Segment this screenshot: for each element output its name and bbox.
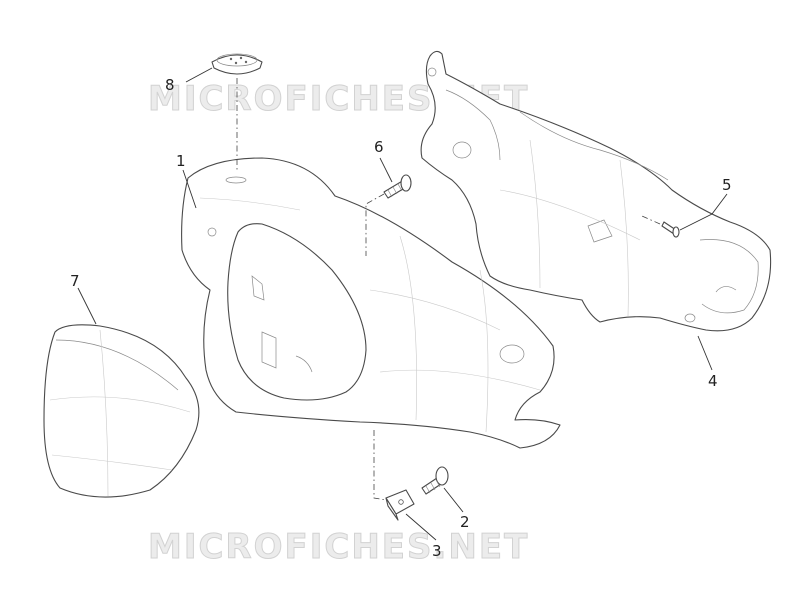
callout-4: 4 xyxy=(708,372,718,390)
callout-2: 2 xyxy=(460,513,470,531)
leader-2 xyxy=(443,487,464,513)
callout-1: 1 xyxy=(176,152,186,170)
leader-4 xyxy=(697,335,713,371)
leader-1 xyxy=(182,169,197,209)
leader-5 xyxy=(679,193,728,231)
part-1-handlebar-front-cover xyxy=(181,157,561,449)
callout-5: 5 xyxy=(722,176,732,194)
part-3-clip-nut xyxy=(385,489,415,521)
assembly-line-3 xyxy=(373,430,387,501)
callout-8: 8 xyxy=(165,76,175,94)
watermark-bottom: MICROFICHES.NET xyxy=(148,527,529,567)
leader-6 xyxy=(379,157,393,183)
assembly-line-5 xyxy=(641,215,661,225)
part-8-rubber-cap xyxy=(211,53,263,75)
callout-6: 6 xyxy=(374,138,384,156)
part-2-screw xyxy=(421,466,449,495)
leader-3 xyxy=(405,513,437,541)
leader-7 xyxy=(77,287,97,325)
callout-7: 7 xyxy=(70,272,80,290)
leader-8 xyxy=(185,67,213,83)
part-4-handlebar-rear-cover xyxy=(420,50,772,332)
assembly-line-6 xyxy=(365,193,385,256)
part-6-screw xyxy=(383,174,412,199)
callout-3: 3 xyxy=(432,542,442,560)
part-5-screw xyxy=(661,221,680,238)
part-7-front-cover xyxy=(43,324,200,498)
